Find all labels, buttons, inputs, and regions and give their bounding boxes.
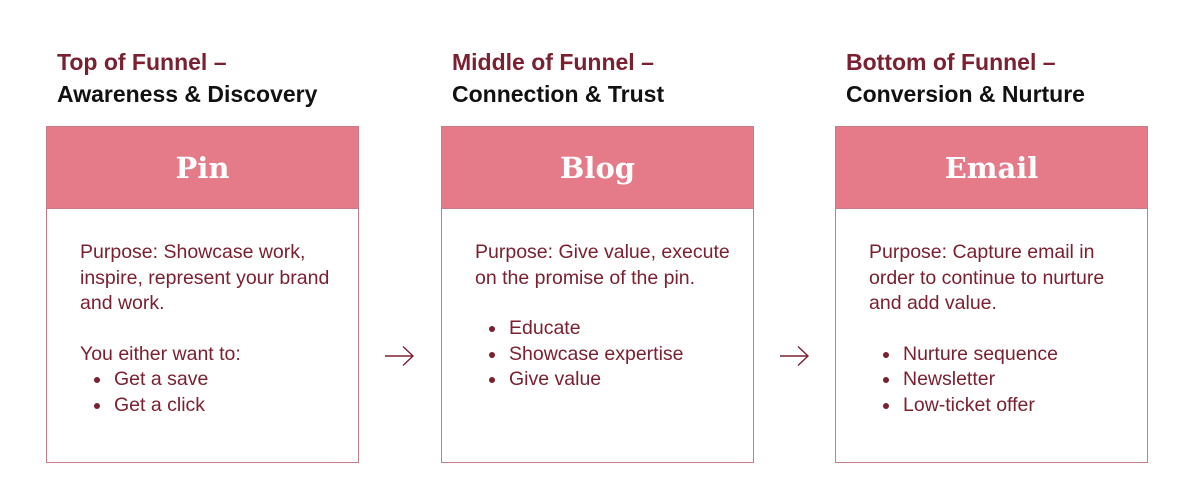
stage-label: Middle of Funnel – bbox=[452, 49, 654, 75]
stage-heading: Bottom of Funnel – Conversion & Nurture bbox=[846, 46, 1148, 126]
card-title: Pin bbox=[175, 150, 230, 185]
bullet-list: Nurture sequence Newsletter Low-ticket o… bbox=[869, 342, 1147, 419]
card-body: Purpose: Showcase work, inspire, represe… bbox=[47, 209, 358, 418]
card-body: Purpose: Capture email in order to conti… bbox=[836, 209, 1147, 418]
bullet-item: Newsletter bbox=[869, 367, 1147, 393]
bullet-item: Low-ticket offer bbox=[869, 393, 1147, 419]
bullet-item: Get a click bbox=[80, 393, 358, 419]
stage-heading: Middle of Funnel – Connection & Trust bbox=[452, 46, 754, 126]
card-title: Email bbox=[944, 150, 1039, 185]
bullet-item: Give value bbox=[475, 367, 753, 393]
stage-subtitle: Connection & Trust bbox=[452, 81, 665, 107]
stage-subtitle: Awareness & Discovery bbox=[57, 81, 318, 107]
bullet-item: Nurture sequence bbox=[869, 342, 1147, 368]
bullet-item: Showcase expertise bbox=[475, 342, 753, 368]
channel-card-pin: Pin Purpose: Showcase work, inspire, rep… bbox=[46, 126, 359, 463]
intro-text: You either want to: bbox=[80, 342, 241, 365]
right-arrow-icon bbox=[780, 345, 810, 367]
card-header: Pin bbox=[47, 127, 358, 209]
card-header: Email bbox=[836, 127, 1147, 209]
stage-label: Bottom of Funnel – bbox=[846, 49, 1056, 75]
purpose-text: Purpose: Showcase work, inspire, represe… bbox=[80, 241, 330, 314]
bullet-item: Get a save bbox=[80, 367, 358, 393]
card-title: Blog bbox=[559, 150, 636, 185]
bullet-list: Educate Showcase expertise Give value bbox=[475, 316, 753, 393]
right-arrow-icon bbox=[385, 345, 415, 367]
stage-heading: Top of Funnel – Awareness & Discovery bbox=[57, 46, 359, 126]
funnel-stage-top: Top of Funnel – Awareness & Discovery Pi… bbox=[46, 46, 359, 463]
funnel-stage-bottom: Bottom of Funnel – Conversion & Nurture … bbox=[835, 46, 1148, 463]
purpose-text: Purpose: Give value, execute on the prom… bbox=[475, 241, 730, 289]
funnel-stage-middle: Middle of Funnel – Connection & Trust Bl… bbox=[441, 46, 754, 463]
purpose-text: Purpose: Capture email in order to conti… bbox=[869, 241, 1105, 314]
channel-card-email: Email Purpose: Capture email in order to… bbox=[835, 126, 1148, 463]
stage-subtitle: Conversion & Nurture bbox=[846, 81, 1085, 107]
channel-card-blog: Blog Purpose: Give value, execute on the… bbox=[441, 126, 754, 463]
bullet-list: Get a save Get a click bbox=[80, 367, 358, 418]
bullet-item: Educate bbox=[475, 316, 753, 342]
card-header: Blog bbox=[442, 127, 753, 209]
card-body: Purpose: Give value, execute on the prom… bbox=[442, 209, 753, 393]
stage-label: Top of Funnel – bbox=[57, 49, 227, 75]
